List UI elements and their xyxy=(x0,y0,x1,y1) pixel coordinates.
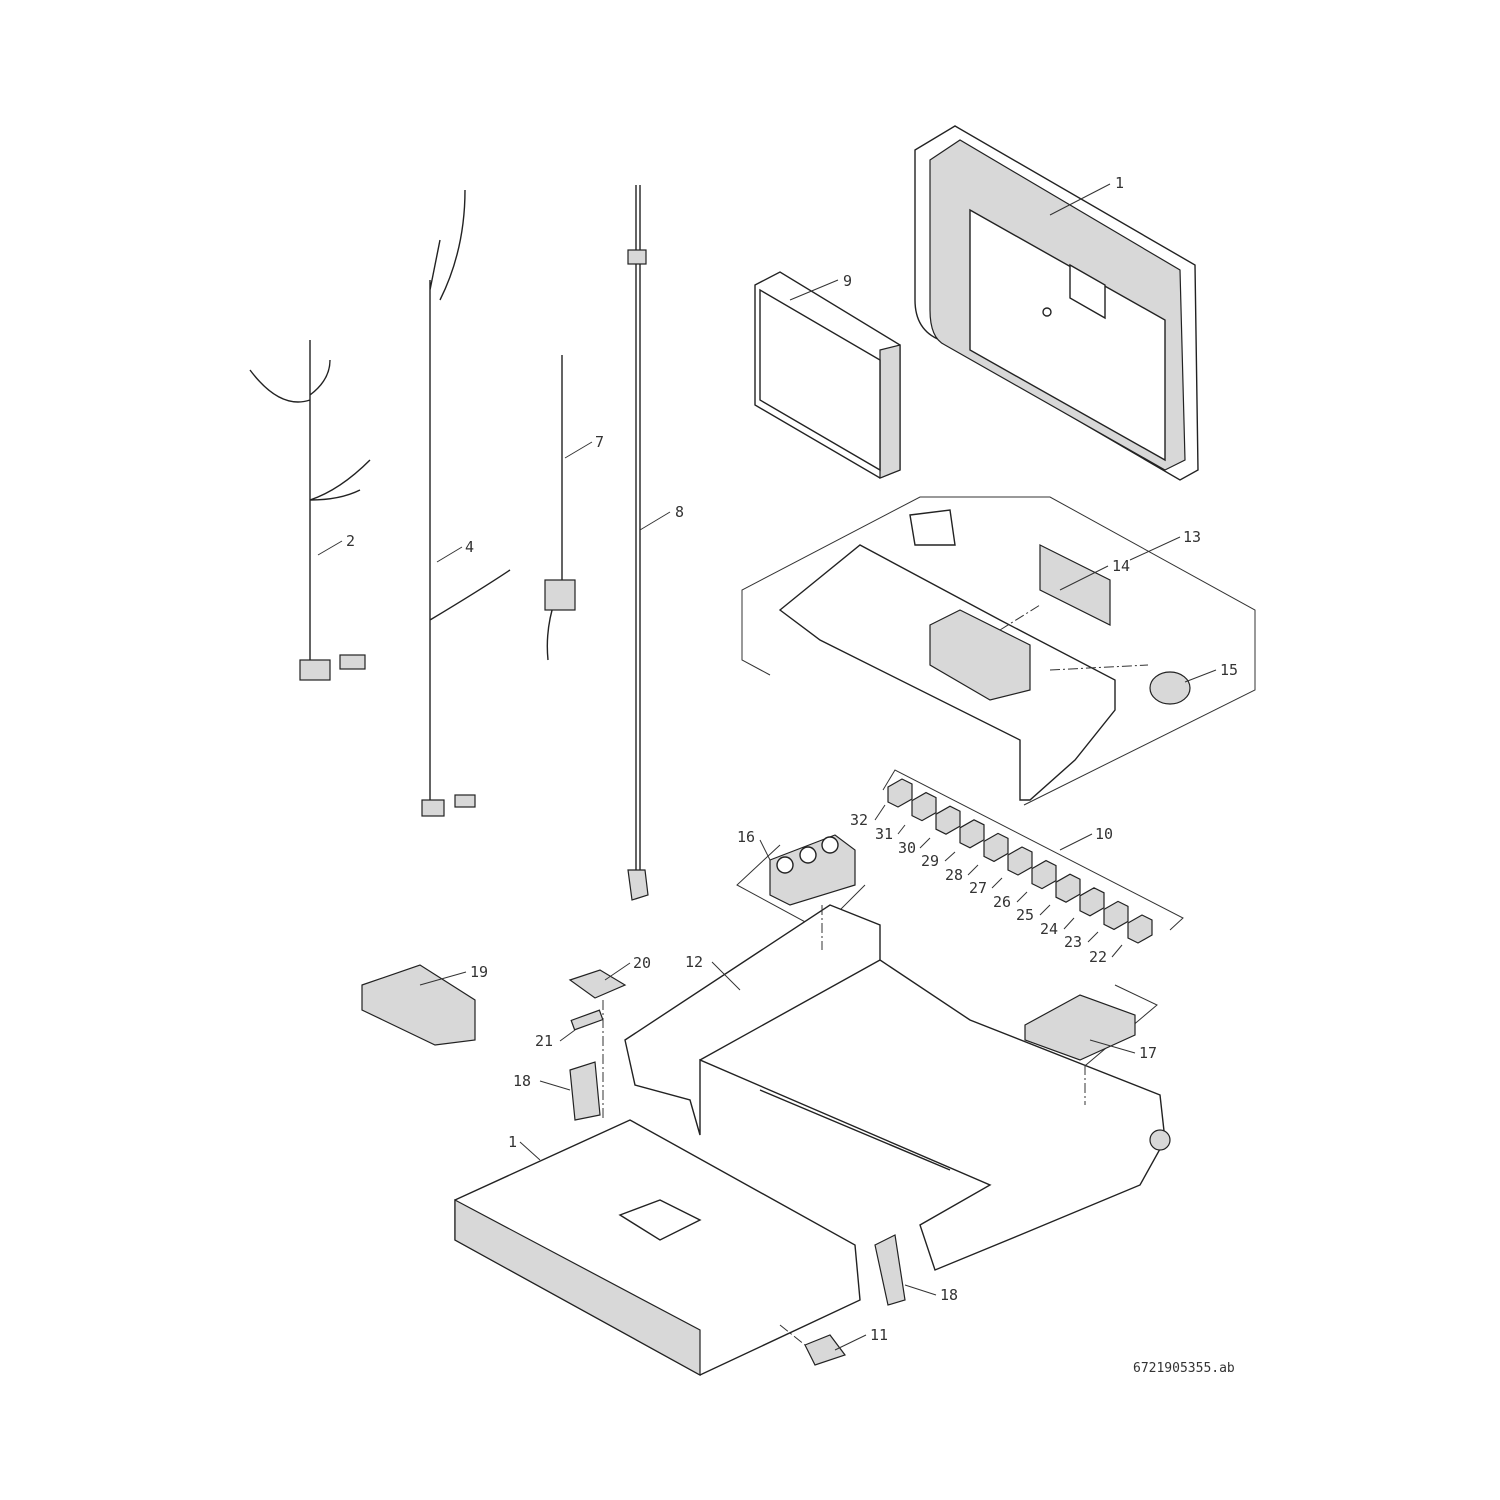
callout-label-28: 28 xyxy=(945,866,963,884)
callout-label-24: 24 xyxy=(1040,920,1058,938)
callout-label-8: 8 xyxy=(675,503,684,521)
callout-label-12: 12 xyxy=(685,953,703,971)
callout-leader-line xyxy=(419,971,467,986)
callout-leader-line xyxy=(1016,891,1028,903)
callout-leader-line xyxy=(1129,536,1181,561)
terminal-block xyxy=(1031,859,1057,890)
front-cover-part xyxy=(914,125,1199,481)
callout-label-30: 30 xyxy=(898,839,916,857)
callout-label-11: 11 xyxy=(870,1326,888,1344)
drawing-number: 6721905355.ab xyxy=(1133,1361,1235,1376)
cable-7 xyxy=(544,355,576,661)
callout-label-10: 10 xyxy=(1095,825,1113,843)
callout-leader-line xyxy=(711,961,741,991)
terminal-block xyxy=(887,778,913,808)
callout-leader-line xyxy=(317,540,343,556)
callout-leader-line xyxy=(789,279,839,301)
callout-label-15: 15 xyxy=(1220,661,1238,679)
callout-leader-line xyxy=(897,824,906,835)
base-tray-part xyxy=(454,1119,861,1377)
callout-label-25: 25 xyxy=(1016,906,1034,924)
callout-leader-line xyxy=(539,1080,571,1091)
terminal-block xyxy=(1055,873,1081,903)
callout-label-4: 4 xyxy=(465,538,474,556)
terminal-block xyxy=(1127,914,1153,944)
callout-leader-line xyxy=(904,1284,937,1296)
callout-leader-line xyxy=(944,851,956,862)
callout-label-18: 18 xyxy=(940,1286,958,1304)
callout-leader-line xyxy=(919,837,931,849)
callout-leader-line xyxy=(436,546,463,563)
callout-leader-line xyxy=(1049,183,1111,216)
callout-leader-line xyxy=(1059,565,1109,591)
callout-leader-line xyxy=(874,804,886,821)
callout-label-14: 14 xyxy=(1112,557,1130,575)
callout-leader-line xyxy=(564,441,593,459)
callout-label-13: 13 xyxy=(1183,528,1201,546)
callout-label-23: 23 xyxy=(1064,933,1082,951)
callout-leader-line xyxy=(1039,904,1051,916)
callout-label-19: 19 xyxy=(470,963,488,981)
callout-label-7: 7 xyxy=(595,433,604,451)
callout-leader-line xyxy=(759,839,771,861)
terminal-block xyxy=(935,805,961,835)
callout-label-1: 1 xyxy=(1115,174,1124,192)
callout-leader-line xyxy=(967,864,979,876)
assembly-13 xyxy=(741,496,1256,806)
callout-label-27: 27 xyxy=(969,879,987,897)
terminal-block xyxy=(1103,900,1129,931)
terminal-blocks-10 xyxy=(882,769,1184,944)
callout-leader-line xyxy=(1089,1039,1136,1054)
callout-label-18: 18 xyxy=(513,1072,531,1090)
callout-leader-line xyxy=(1184,669,1217,683)
callout-leader-line xyxy=(991,877,1003,889)
callout-label-9: 9 xyxy=(843,272,852,290)
callout-leader-line xyxy=(639,511,671,531)
base-frame-12 xyxy=(624,904,1171,1271)
callout-leader-line xyxy=(1059,833,1093,851)
callout-leader-line xyxy=(834,1334,867,1351)
control-module-part xyxy=(754,271,901,479)
grommet-block-16 xyxy=(736,834,866,931)
callout-label-1: 1 xyxy=(508,1133,517,1151)
terminal-block xyxy=(983,832,1009,863)
terminal-block xyxy=(959,819,985,849)
wiring-harness-2 xyxy=(249,340,371,681)
callout-leader-line xyxy=(519,1141,541,1161)
callout-leader-line xyxy=(1063,917,1075,930)
callout-leader-line xyxy=(1087,931,1099,943)
callout-leader-line xyxy=(559,1029,576,1042)
wiring-harness-4 xyxy=(421,189,511,817)
terminal-block xyxy=(1079,887,1105,917)
callout-label-31: 31 xyxy=(875,825,893,843)
callout-label-29: 29 xyxy=(921,852,939,870)
callout-leader-line xyxy=(604,962,631,981)
terminal-block xyxy=(1007,846,1033,876)
callout-label-20: 20 xyxy=(633,954,651,972)
power-cable-8 xyxy=(627,185,649,901)
callout-label-21: 21 xyxy=(535,1032,553,1050)
terminal-block xyxy=(911,791,937,822)
callout-label-26: 26 xyxy=(993,893,1011,911)
callout-label-32: 32 xyxy=(850,811,868,829)
callout-label-22: 22 xyxy=(1089,948,1107,966)
callout-leader-line xyxy=(1111,944,1123,958)
callout-label-2: 2 xyxy=(346,532,355,550)
small-parts xyxy=(361,604,1149,1366)
callout-label-16: 16 xyxy=(737,828,755,846)
callout-label-17: 17 xyxy=(1139,1044,1157,1062)
